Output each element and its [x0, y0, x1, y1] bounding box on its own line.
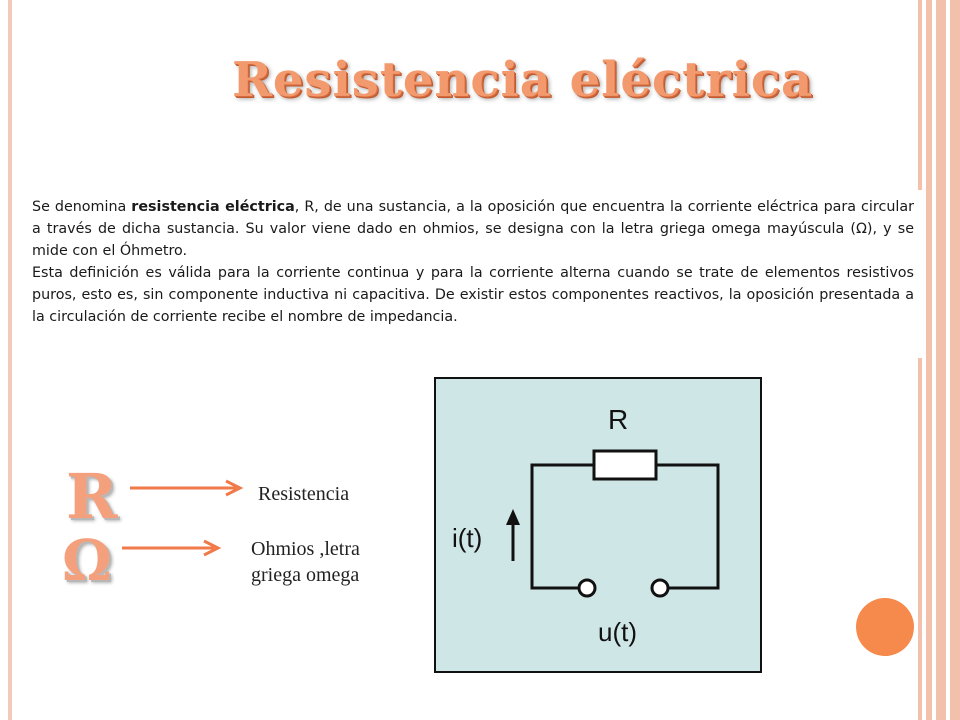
terminal-left-icon	[577, 578, 597, 598]
paragraph-definition: Se denomina resistencia eléctrica, R, de…	[32, 196, 914, 262]
resistor-label: R	[608, 404, 628, 435]
circuit-diagram: R i(t) u(t)	[434, 377, 762, 673]
current-arrow-icon	[506, 509, 520, 525]
resistor-icon	[592, 449, 658, 481]
left-border-line	[8, 0, 12, 720]
voltage-label: u(t)	[598, 617, 637, 647]
definition-text: Se denomina resistencia eléctrica, R, de…	[24, 190, 922, 358]
arrow-omega-icon	[122, 539, 222, 557]
label-resistencia: Resistencia	[258, 483, 350, 505]
paragraph-definition-end: , R, de una sustancia, a la oposición qu…	[32, 199, 914, 259]
slide-title: Resistencia eléctrica	[232, 52, 814, 108]
decorative-orange-circle	[856, 598, 914, 656]
bold-term: resistencia eléctrica	[131, 199, 295, 215]
paragraph-definition-start: Se denomina	[32, 199, 132, 215]
current-label: i(t)	[452, 523, 482, 553]
label-ohmios-line2: griega omega	[251, 564, 360, 586]
circuit-wire-left	[530, 463, 594, 590]
symbol-omega: Ω	[62, 528, 112, 594]
terminal-right-icon	[650, 578, 670, 598]
circuit-svg: R i(t) u(t)	[452, 404, 720, 647]
label-ohmios: Ohmios ,letra griega omega	[251, 536, 360, 588]
paragraph-validity: Esta definición es válida para la corrie…	[32, 265, 914, 325]
circuit-wire-right	[656, 463, 720, 590]
right-decorative-stripes	[918, 0, 960, 720]
arrow-r-icon	[130, 479, 244, 497]
symbol-r: R	[66, 460, 118, 533]
label-ohmios-line1: Ohmios ,letra	[251, 538, 360, 560]
